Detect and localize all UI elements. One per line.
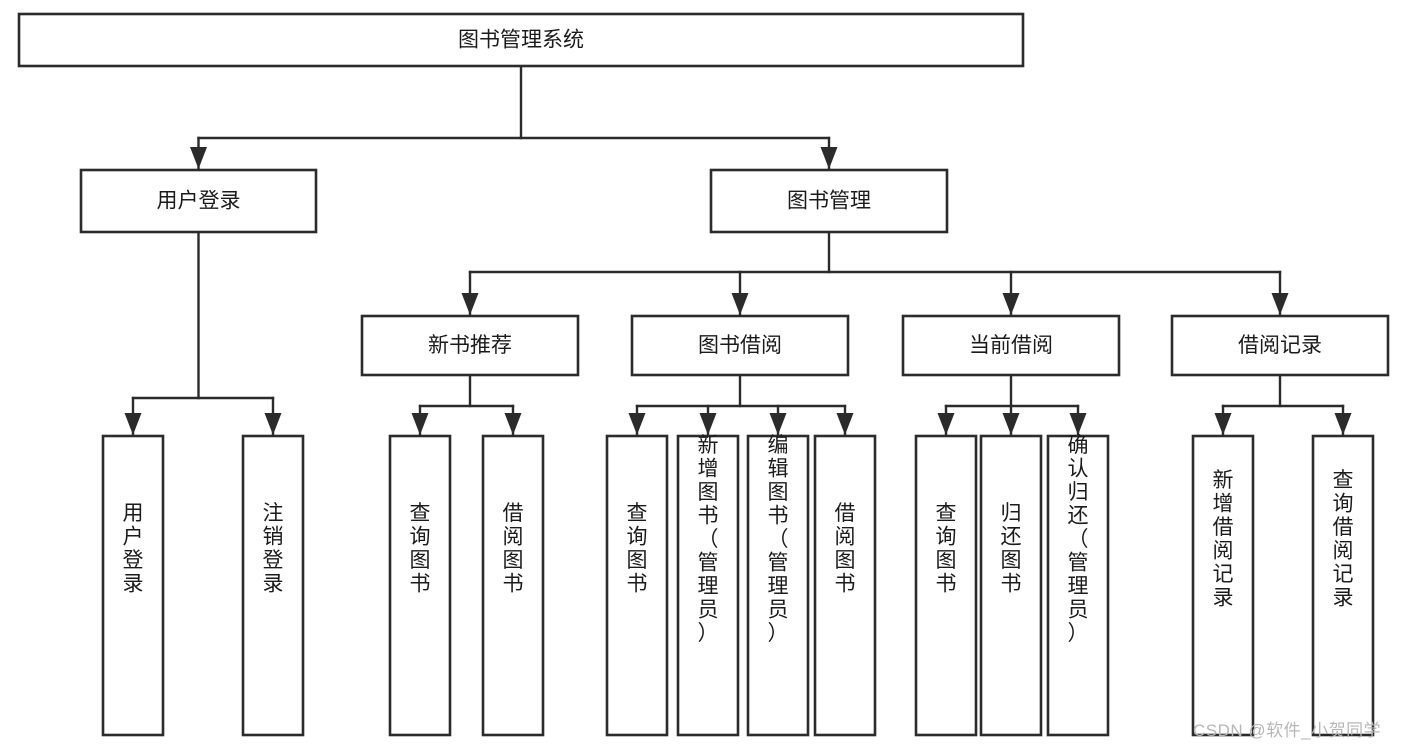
node-box-leaf-query-book-1 <box>388 434 452 737</box>
node-box-root <box>17 12 1025 68</box>
node-label-new-book-recommend: 新书推荐 <box>428 334 512 357</box>
node-label-root: 图书管理系统 <box>458 29 584 52</box>
node-leaf-return-book[interactable]: 归还图书 <box>979 434 1043 737</box>
node-leaf-query-record[interactable]: 查询借阅记录 <box>1311 434 1375 737</box>
arrow-head-icon-leaf-borrow-book-1 <box>504 413 522 435</box>
node-box-leaf-add-record <box>1191 434 1255 737</box>
arrow-head-icon-book-borrow <box>731 293 749 315</box>
node-book-borrow[interactable]: 图书借阅 <box>630 314 850 377</box>
node-new-book-recommend[interactable]: 新书推荐 <box>360 314 580 377</box>
node-leaf-borrow-book-1[interactable]: 借阅图书 <box>481 434 545 737</box>
node-box-current-borrow <box>901 314 1121 377</box>
node-box-leaf-borrow-book-1 <box>481 434 545 737</box>
node-label-leaf-borrow-book-2: 借阅图书 <box>835 502 856 596</box>
arrow-head-icon-leaf-add-book-admin <box>699 413 717 435</box>
node-leaf-logout[interactable]: 注销登录 <box>241 434 305 737</box>
node-root[interactable]: 图书管理系统 <box>17 12 1025 68</box>
node-box-book-borrow <box>630 314 850 377</box>
node-leaf-query-book-2[interactable]: 查询图书 <box>605 434 669 737</box>
node-box-leaf-borrow-book-2 <box>813 434 877 737</box>
node-box-user-login <box>79 168 318 234</box>
node-label-leaf-logout: 注销登录 <box>263 502 284 596</box>
node-leaf-add-record[interactable]: 新增借阅记录 <box>1191 434 1255 737</box>
arrow-head-icon-leaf-query-record <box>1334 413 1352 435</box>
node-label-user-login: 用户登录 <box>157 190 241 213</box>
arrow-head-icon-leaf-add-record <box>1214 413 1232 435</box>
node-label-current-borrow: 当前借阅 <box>969 334 1053 357</box>
nodes-layer: 新书推荐图书借阅当前借阅借阅记录用户登录图书管理图书管理系统用户登录注销登录查询… <box>17 12 1390 737</box>
node-box-leaf-query-book-2 <box>605 434 669 737</box>
node-label-leaf-add-record: 新增借阅记录 <box>1213 469 1234 610</box>
node-box-leaf-add-book-admin <box>676 434 740 737</box>
node-label-book-borrow: 图书借阅 <box>698 334 782 357</box>
node-leaf-user-login[interactable]: 用户登录 <box>101 434 165 737</box>
node-box-leaf-confirm-return <box>1046 434 1110 737</box>
arrow-head-icon-leaf-logout <box>264 413 282 435</box>
node-user-login[interactable]: 用户登录 <box>79 168 318 234</box>
arrow-head-icon-new-book-recommend <box>461 293 479 315</box>
arrow-head-icon-leaf-borrow-book-2 <box>836 413 854 435</box>
node-label-leaf-query-book-3: 查询图书 <box>936 502 957 596</box>
arrow-head-icon-leaf-query-book-3 <box>937 413 955 435</box>
node-box-leaf-query-book-3 <box>914 434 978 737</box>
node-box-leaf-user-login <box>101 434 165 737</box>
arrow-head-icon-current-borrow <box>1002 293 1020 315</box>
connectors-layer <box>124 64 1352 436</box>
node-label-leaf-query-book-1: 查询图书 <box>410 502 431 596</box>
node-box-borrow-record <box>1170 314 1390 377</box>
node-label-leaf-user-login: 用户登录 <box>123 502 144 596</box>
arrow-head-icon-borrow-record <box>1271 293 1289 315</box>
node-leaf-query-book-3[interactable]: 查询图书 <box>914 434 978 737</box>
node-current-borrow[interactable]: 当前借阅 <box>901 314 1121 377</box>
node-label-book-manage: 图书管理 <box>787 190 871 213</box>
arrow-head-icon-leaf-edit-book-admin <box>769 413 787 435</box>
arrow-head-icon-leaf-confirm-return <box>1069 413 1087 435</box>
arrow-head-icon-root-user-login <box>190 147 207 169</box>
node-label-leaf-add-book-admin: 新增图书（管理员） <box>698 434 719 645</box>
node-box-leaf-edit-book-admin <box>746 434 810 737</box>
node-leaf-borrow-book-2[interactable]: 借阅图书 <box>813 434 877 737</box>
arrow-head-icon-leaf-query-book-2 <box>628 413 646 435</box>
arrow-head-icon-root-book-manage <box>820 147 838 169</box>
node-label-borrow-record: 借阅记录 <box>1238 334 1322 357</box>
node-box-book-manage <box>709 168 949 234</box>
node-label-leaf-return-book: 归还图书 <box>1001 502 1022 596</box>
node-leaf-query-book-1[interactable]: 查询图书 <box>388 434 452 737</box>
node-box-new-book-recommend <box>360 314 580 377</box>
arrow-head-icon-leaf-query-book-1 <box>411 413 429 435</box>
arrow-head-icon-leaf-user-login <box>124 413 142 435</box>
node-leaf-confirm-return[interactable]: 确认归还（管理员） <box>1046 434 1110 737</box>
node-label-leaf-query-book-2: 查询图书 <box>627 502 648 596</box>
node-leaf-add-book-admin[interactable]: 新增图书（管理员） <box>676 434 740 737</box>
node-book-manage[interactable]: 图书管理 <box>709 168 949 234</box>
node-box-leaf-query-record <box>1311 434 1375 737</box>
node-label-leaf-borrow-book-1: 借阅图书 <box>503 502 524 596</box>
node-borrow-record[interactable]: 借阅记录 <box>1170 314 1390 377</box>
node-label-leaf-edit-book-admin: 编辑图书（管理员） <box>768 434 789 645</box>
node-label-leaf-query-record: 查询借阅记录 <box>1333 469 1354 610</box>
node-box-leaf-logout <box>241 434 305 737</box>
node-box-leaf-return-book <box>979 434 1043 737</box>
node-leaf-edit-book-admin[interactable]: 编辑图书（管理员） <box>746 434 810 737</box>
arrow-head-icon-leaf-return-book <box>1002 413 1020 435</box>
node-label-leaf-confirm-return: 确认归还（管理员） <box>1068 434 1089 645</box>
